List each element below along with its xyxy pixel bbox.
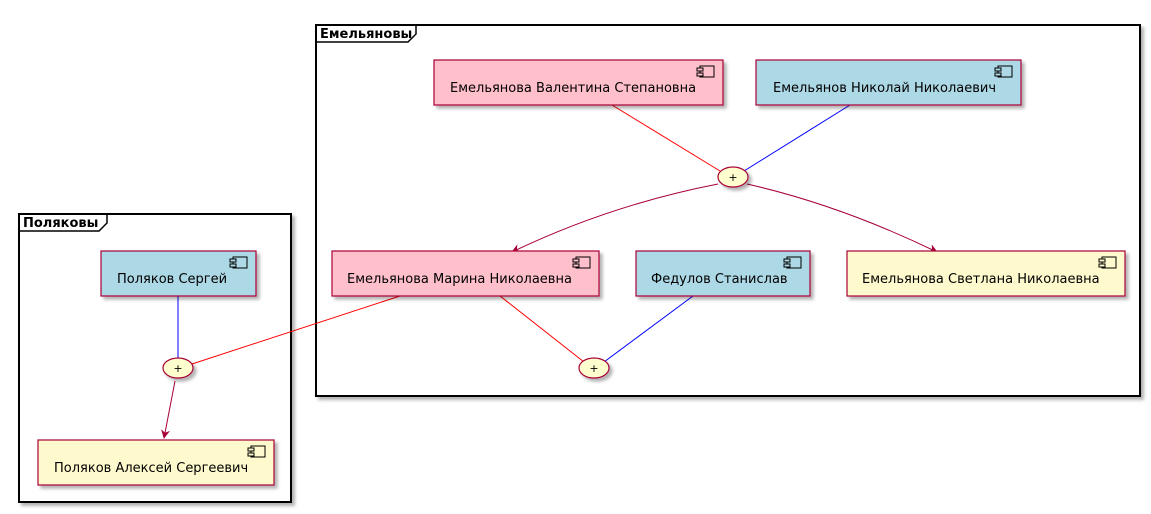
component-icon [783,256,802,269]
component-icon [229,256,248,269]
edge-marina-junction3 [191,295,401,365]
junction-label: + [173,362,182,375]
person-node-nikolai[interactable]: Емельянов Николай Николаевич [755,59,1022,106]
node-box [37,439,275,486]
node-label: Емельянов Николай Николаевич [773,81,996,96]
edge-fedulov-junction2 [603,295,694,363]
component-icon [696,65,715,78]
junction-shape [578,357,610,379]
node-box [433,59,724,106]
component-icon [1098,256,1117,269]
node-box [635,250,811,297]
edge-junction-marina [511,183,719,253]
node-label: Емельянова Марина Николаевна [347,272,572,287]
node-label: Федулов Станислав [651,272,788,287]
junction-shape [717,166,749,188]
package-title: Поляковы [23,216,98,231]
edges [161,104,938,439]
node-label: Емельянова Светлана Николаевна [862,272,1100,287]
junctions: + + + [162,166,749,379]
node-box [331,250,600,297]
node-label: Поляков Алексей Сергеевич [54,461,248,476]
person-node-valentina[interactable]: Емельянова Валентина Степановна [433,59,724,106]
component-icon [572,256,591,269]
node-label: Поляков Сергей [117,272,227,287]
edge-marina-junction2 [499,295,585,363]
junction-node: + [717,166,749,188]
junction-node: + [578,357,610,379]
person-node-sergei[interactable]: Поляков Сергей [100,250,257,297]
edge-junction-svetlana [746,183,938,253]
component-icon [994,65,1013,78]
package-title: Емельяновы [320,27,412,42]
node-box [846,250,1126,297]
person-node-marina[interactable]: Емельянова Марина Николаевна [331,250,600,297]
person-node-aleksei[interactable]: Поляков Алексей Сергеевич [37,439,275,486]
node-box [755,59,1022,106]
person-node-fedulov[interactable]: Федулов Станислав [635,250,811,297]
edge-junction3-aleksei [161,380,176,439]
edge-valentina-junction [611,104,721,172]
junction-label: + [589,362,598,375]
junction-node: + [162,357,194,379]
package-tab [316,25,417,43]
node-label: Емельянова Валентина Степановна [450,81,696,96]
junction-label: + [728,171,737,184]
component-icon [247,445,266,458]
edge-nikolai-junction [743,104,851,172]
person-node-svetlana[interactable]: Емельянова Светлана Николаевна [846,250,1126,297]
package-tab [19,214,108,232]
junction-shape [162,357,194,379]
